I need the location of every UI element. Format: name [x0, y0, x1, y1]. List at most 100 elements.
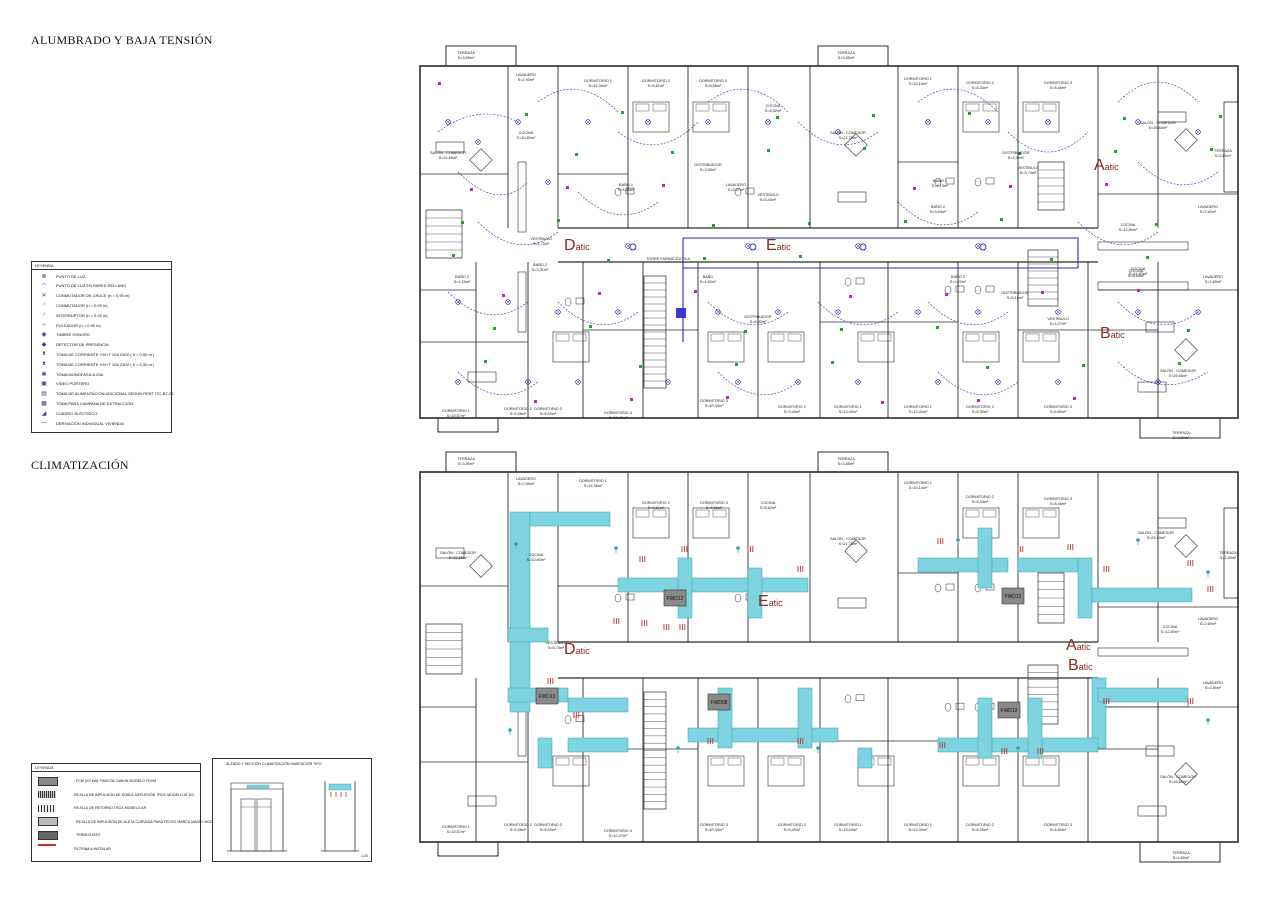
room-name: DORMITORIO 2 [642, 501, 670, 505]
light-point-icon [835, 309, 841, 315]
room-name: DORMITORIO 3 [534, 407, 562, 411]
lighting-title: ALUMBRADO Y BAJA TENSIÓN [31, 33, 213, 47]
room-name: LAVADERO [516, 73, 536, 77]
thermostat-icon [1136, 538, 1140, 542]
legend-label: TERMOSTATO [76, 833, 101, 837]
room-area: S=8,00m² [540, 828, 557, 832]
legend-item: REJILLA DE RETORNO TROX MODELO AR [38, 803, 146, 813]
light-points [445, 119, 1201, 385]
duct-segment [1097, 687, 1189, 703]
room-name: DORMITORIO 2 [778, 405, 806, 409]
legend-symbol-icon: ᴥ [42, 361, 46, 368]
outlet-icon [767, 149, 770, 152]
legend-label: PULSADOR (h = 0,90 m) [56, 322, 101, 328]
room-area: S=15,57m² [447, 830, 466, 834]
room-area: S=3,85m² [838, 462, 855, 466]
legend-symbol-icon [38, 817, 58, 826]
room-area: S=12,80m² [1119, 228, 1138, 232]
room-name: TERRAZA [457, 51, 475, 55]
legend-symbol-icon [38, 830, 58, 840]
room-name: SALÓN - COMEDOR [1160, 774, 1196, 779]
outlet-icon [502, 294, 505, 297]
room-area: S=10,47m² [609, 416, 628, 420]
legend-item: ✱TOMA MONOFÁSICA 25A [38, 370, 103, 378]
legend-symbol-icon: ♂ [41, 302, 47, 309]
room-area: S=10,34m² [705, 828, 724, 832]
light-point-icon [915, 309, 921, 315]
detail-scale: 1:20 [361, 854, 368, 858]
room-area: S=9,40m² [784, 410, 801, 414]
room-name: VESTÍBULO [545, 641, 566, 645]
room-name: DORMITORIO 2 [966, 495, 994, 499]
room-area: S=8,00m² [540, 412, 557, 416]
room-name: LAVADERO [1203, 275, 1223, 279]
light-point-icon [1195, 309, 1201, 315]
room-name: VESTÍBULO [757, 193, 778, 197]
light-point-icon [475, 139, 481, 145]
legend-label: DERIVACIÓN INDIVIDUAL VIVIENDA [56, 420, 124, 426]
landing-light-icon [979, 243, 987, 251]
unit-label: Aatic [1094, 157, 1119, 174]
light-point-icon [995, 379, 1001, 385]
outlet-icon [438, 82, 441, 85]
legend-item: ◢CUADRO ELÉCTRICO [38, 409, 98, 417]
room-area: S=8,64m² [1128, 274, 1145, 278]
light-point-icon [585, 119, 591, 125]
room-area: S=8,52m² [760, 506, 777, 510]
legend-symbol-icon: ᴥ [42, 351, 46, 358]
legend-item: REJILLA DE IMPULSIÓN DE DOBLE DEFLEXIÓN … [38, 790, 194, 800]
outlet-icon [1219, 115, 1222, 118]
room-name: SALÓN - COMEDOR [830, 536, 866, 541]
legend-item: TERMOSTATO [38, 830, 100, 840]
room-area: S=3,55m² [700, 168, 717, 172]
outlet-icon [977, 399, 980, 402]
outlet-icon [1009, 185, 1012, 188]
outlet-icon [630, 398, 633, 401]
unit-label: Datic [564, 641, 590, 658]
outlet-icon [744, 330, 747, 333]
room-name: SALÓN - COMEDOR [830, 130, 866, 135]
room-area: S=13,40m² [839, 410, 858, 414]
unit-label: Batic [1100, 325, 1125, 342]
room-name: BAÑO 2 [533, 262, 547, 267]
outlet-icon [1137, 289, 1140, 292]
legend-label: TOMA MONOFÁSICA 25A [56, 371, 104, 377]
legend-item: ◆DETECTOR DE PRESENCIA [38, 341, 109, 349]
outlet-icon [1146, 256, 1149, 259]
duct-segment [1091, 587, 1193, 603]
unit-label: Batic [1068, 657, 1093, 674]
outlet-icon [493, 327, 496, 330]
room-name: TERRAZA [1172, 431, 1190, 435]
room-name: DORMITORIO 3 [1044, 497, 1072, 501]
light-point-icon [705, 119, 711, 125]
room-name: DORMITORIO 3 [699, 79, 727, 83]
legend-symbol-icon [38, 804, 56, 812]
outlet-icon [1073, 397, 1076, 400]
outlet-icon [470, 188, 473, 191]
room-area: S=2,89m² [1205, 280, 1222, 284]
room-area: S=26,65m² [1169, 780, 1188, 784]
room-name: COCINA [519, 131, 534, 135]
detail-drawing [227, 781, 359, 852]
outlet-icon [1041, 291, 1044, 294]
light-point-icon [795, 379, 801, 385]
fancoil-unit [707, 693, 731, 711]
light-point-icon [925, 119, 931, 125]
room-area: S=11,80m² [1129, 272, 1148, 276]
room-name: LAVADERO [1198, 617, 1218, 621]
outlet-icon [566, 186, 569, 189]
landing-light-icon [629, 243, 637, 251]
legend-symbol-icon: ▤ [41, 391, 47, 398]
light-point-icon [1135, 309, 1141, 315]
furniture [435, 507, 1198, 817]
walls [419, 45, 1239, 439]
legend-symbol-icon: ▦ [41, 400, 47, 407]
legend-item: ♂CONMUTADOR (h = 0,90 m) [38, 301, 108, 309]
duct-segment [917, 557, 1009, 573]
room-name: TERRAZA [1172, 851, 1190, 855]
room-name: DORMITORIO 1 [584, 79, 612, 83]
panel-label: TORRE FARMACÉUTICA [646, 256, 690, 261]
legend-label: TOMA DE CORRIENTE I+N+T 10A 230V ( h = 0… [56, 351, 155, 357]
outlet-icon [1123, 117, 1126, 120]
room-area: S=4,09m² [1008, 156, 1025, 160]
